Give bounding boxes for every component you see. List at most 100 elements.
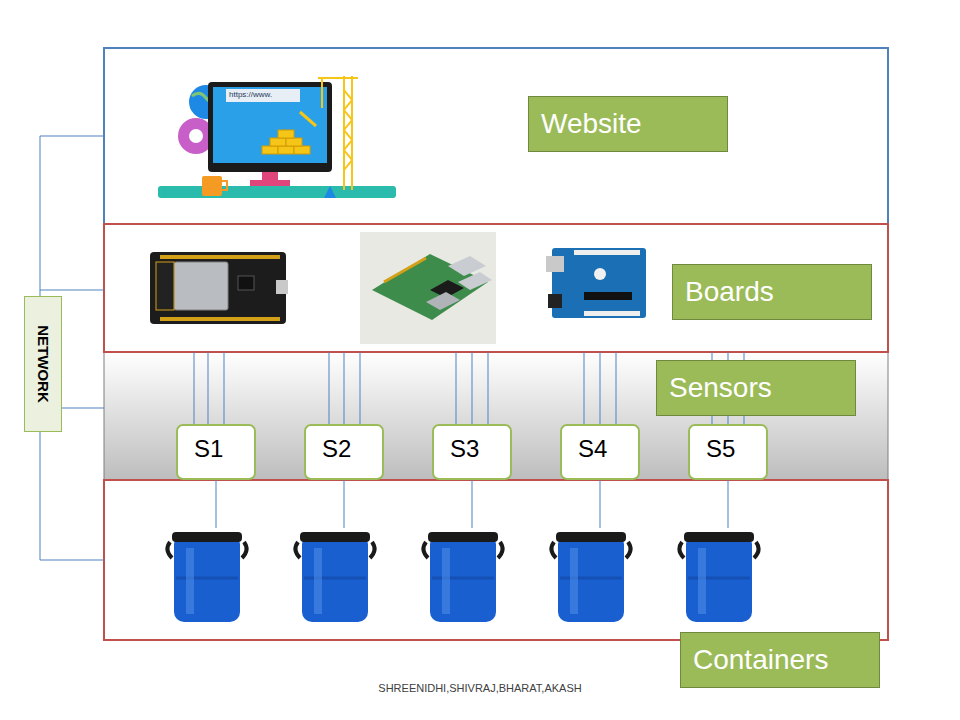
label-text: Sensors [669, 373, 772, 404]
network-tap [62, 408, 104, 409]
drum-shine [442, 548, 450, 614]
sensor-wire [584, 352, 585, 424]
website-illustration [158, 76, 396, 198]
gpio-header [384, 258, 426, 282]
drum-shine [186, 548, 194, 614]
sensor-wire [208, 352, 209, 424]
sensor-name: S1 [194, 436, 223, 462]
sensor-wire [194, 352, 195, 424]
container-wire [728, 480, 729, 528]
label-text: Website [541, 109, 642, 140]
sensor-name: S3 [450, 436, 479, 462]
drum-body [174, 534, 240, 622]
drum-handles [551, 542, 630, 558]
nodemcu-board [150, 252, 288, 324]
sensor-box: S2 [304, 424, 384, 480]
drum-rib [432, 577, 494, 580]
drum-shine [314, 548, 322, 614]
sensor-wire [329, 352, 330, 424]
sensor-wire [472, 352, 473, 424]
author-credit: SHREENIDHI,SHIVRAJ,BHARAT,AKASH [378, 682, 581, 695]
pcb [552, 248, 646, 318]
brick [278, 146, 294, 154]
drum-lid [172, 532, 242, 542]
crane-mast [343, 76, 345, 190]
drum-lid [684, 532, 754, 542]
sensor-name: S5 [706, 436, 735, 462]
container-drum [679, 532, 758, 622]
monitor-screen [213, 87, 327, 163]
container-wire [216, 480, 217, 528]
brick [270, 138, 286, 146]
header [574, 250, 640, 255]
container-wire [472, 480, 473, 528]
monitor-frame [208, 82, 332, 172]
ethernet-port [426, 292, 460, 310]
sensor-box: S4 [560, 424, 640, 480]
sensor-wire [224, 352, 225, 424]
brick [262, 146, 278, 154]
drum-body [430, 534, 496, 622]
bricks [262, 130, 310, 154]
brick [278, 130, 294, 138]
sensor-name: S4 [578, 436, 607, 462]
container-wires [216, 480, 728, 528]
photo-ground [360, 232, 496, 344]
sensor-wire [344, 352, 345, 424]
sensor-wire [488, 352, 489, 424]
drum-shine [570, 548, 578, 614]
crane-mast [351, 76, 353, 190]
network-tap [40, 136, 104, 137]
pins [160, 255, 280, 259]
drum-lid [428, 532, 498, 542]
wifi-module [174, 262, 228, 310]
crane [318, 76, 358, 190]
containers [167, 532, 758, 622]
crane-truss [344, 90, 352, 170]
containers-band [104, 480, 888, 640]
layer-label: Website [528, 96, 728, 152]
drum-body [302, 534, 368, 622]
label-text: Boards [685, 277, 774, 308]
website-band [104, 48, 888, 224]
network-label: NETWORK [24, 296, 62, 432]
sensor-box: S1 [176, 424, 256, 480]
gear-hole [189, 129, 203, 143]
chip [584, 292, 632, 300]
container-drum [551, 532, 630, 622]
brick [286, 138, 302, 146]
sensor-wire [360, 352, 361, 424]
sensor-name: S2 [322, 436, 351, 462]
arduino-uno [546, 248, 646, 318]
mug [202, 176, 222, 196]
monitor-base [250, 180, 290, 186]
usb-port [546, 256, 564, 272]
layer-label: Boards [672, 264, 872, 320]
container-drum [295, 532, 374, 622]
pins [160, 317, 280, 321]
container-drum [423, 532, 502, 622]
brick [294, 146, 310, 154]
url-text: https://www. [229, 91, 272, 99]
network-tap [40, 560, 104, 561]
usb-port [276, 280, 288, 294]
drum-handles [679, 542, 758, 558]
trowel [300, 112, 316, 126]
container-wire [344, 480, 345, 528]
header [584, 311, 640, 316]
cone [324, 186, 336, 198]
network-tap [40, 290, 104, 291]
sensor-wire [616, 352, 617, 424]
container-drum [167, 532, 246, 622]
pcb [150, 252, 286, 324]
drum-rib [688, 577, 750, 580]
label-text: NETWORK [36, 325, 51, 403]
drum-lid [300, 532, 370, 542]
crane-cable [321, 78, 323, 108]
sensor-band [104, 352, 888, 480]
container-wire [600, 480, 601, 528]
antenna [156, 262, 174, 310]
mug-handle [222, 181, 227, 190]
sensor-wire [456, 352, 457, 424]
drum-shine [698, 548, 706, 614]
